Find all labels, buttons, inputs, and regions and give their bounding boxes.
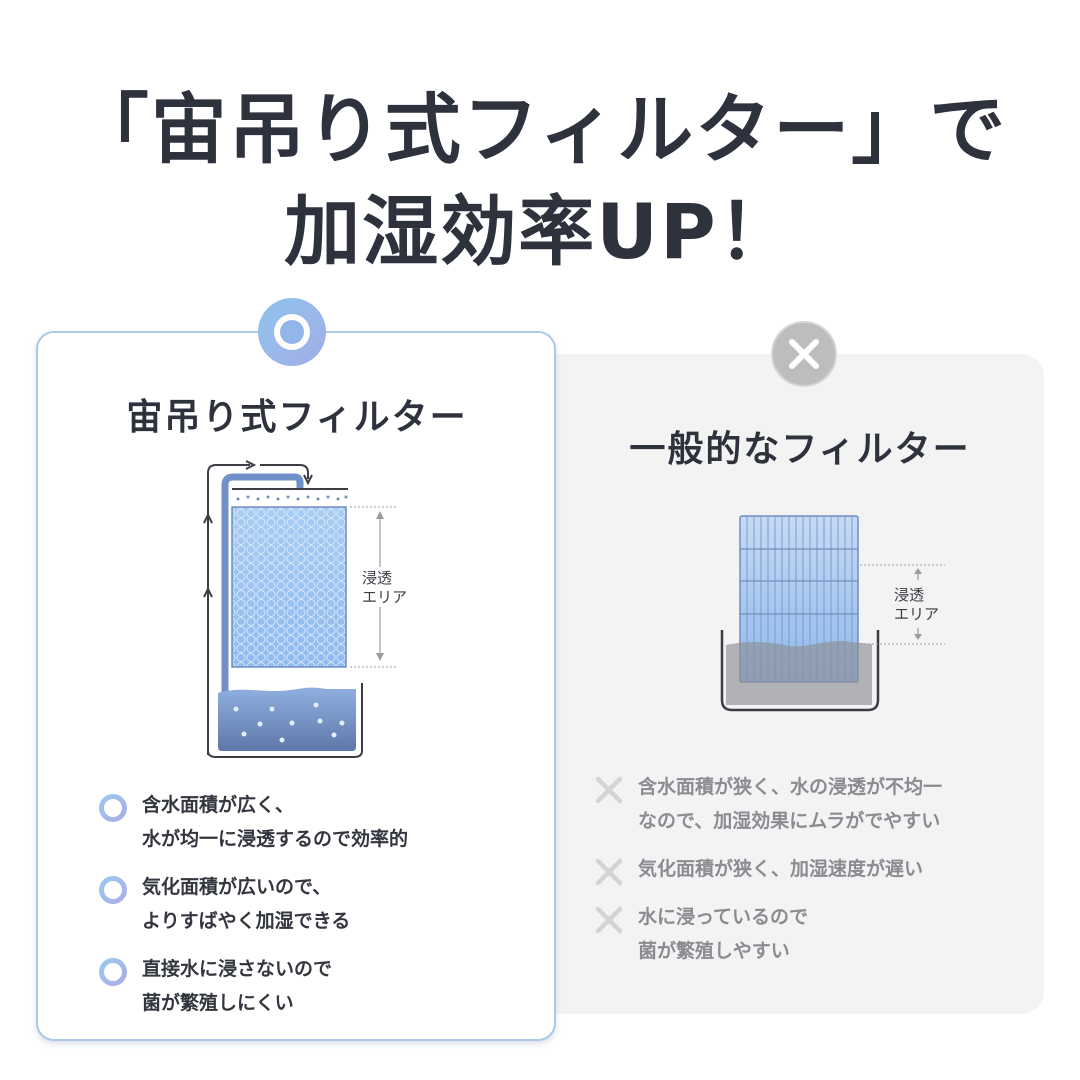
hanging-filter-title: 宙吊り式フィルター xyxy=(126,397,468,438)
hanging-permeation-area-label: 浸透 エリア xyxy=(362,569,408,607)
general-filter-title: 一般的なフィルター xyxy=(629,429,971,470)
list-item: 含水面積が狭く、水の浸透が不均一 なので、加湿効果にムラがでやすい xyxy=(594,770,1034,838)
headline: 「宙吊り式フィルター」で 加湿効率UP！ xyxy=(0,82,1080,280)
list-item: 気化面積が広いので、 よりすばやく加湿できる xyxy=(98,870,538,938)
point-text: 気化面積が広いので、 よりすばやく加湿できる xyxy=(142,876,351,932)
list-item: 水に浸っているので 菌が繁殖しやすい xyxy=(594,900,1034,968)
cross-bad-icon xyxy=(595,776,623,804)
list-item: 含水面積が広く、 水が均一に浸透するので効率的 xyxy=(98,788,538,856)
point-text: 含水面積が広く、 水が均一に浸透するので効率的 xyxy=(142,794,409,850)
cross-bad-icon xyxy=(595,858,623,886)
circle-good-icon xyxy=(99,876,127,904)
point-text: 水に浸っているので 菌が繁殖しやすい xyxy=(638,906,809,962)
circle-good-icon xyxy=(99,958,127,986)
cross-bad-icon xyxy=(595,906,623,934)
general-permeation-area-label: 浸透 エリア xyxy=(894,586,940,623)
hanging-filter-points: 含水面積が広く、 水が均一に浸透するので効率的 気化面積が広いので、 よりすばや… xyxy=(98,788,538,1020)
cross-bad-icon xyxy=(771,321,837,387)
hanging-filter-card xyxy=(36,331,556,1041)
point-text: 直接水に浸さないので 菌が繁殖しにくい xyxy=(142,958,333,1014)
general-filter-diagram: 浸透 エリア xyxy=(700,500,980,730)
headline-line-1: 「宙吊り式フィルター」で xyxy=(72,85,1008,174)
point-text: 含水面積が狭く、水の浸透が不均一 なので、加湿効果にムラがでやすい xyxy=(638,776,943,832)
headline-line-2: 加湿効率UP！ xyxy=(284,187,796,276)
hanging-filter-diagram: 浸透 エリア xyxy=(196,455,436,760)
list-item: 直接水に浸さないので 菌が繁殖しにくい xyxy=(98,952,538,1020)
double-circle-good-icon xyxy=(258,298,326,366)
circle-good-icon xyxy=(99,794,127,822)
point-text: 気化面積が狭く、加湿速度が遅い xyxy=(638,858,924,880)
general-filter-points: 含水面積が狭く、水の浸透が不均一 なので、加湿効果にムラがでやすい 気化面積が狭… xyxy=(594,770,1034,968)
list-item: 気化面積が狭く、加湿速度が遅い xyxy=(594,852,1034,886)
